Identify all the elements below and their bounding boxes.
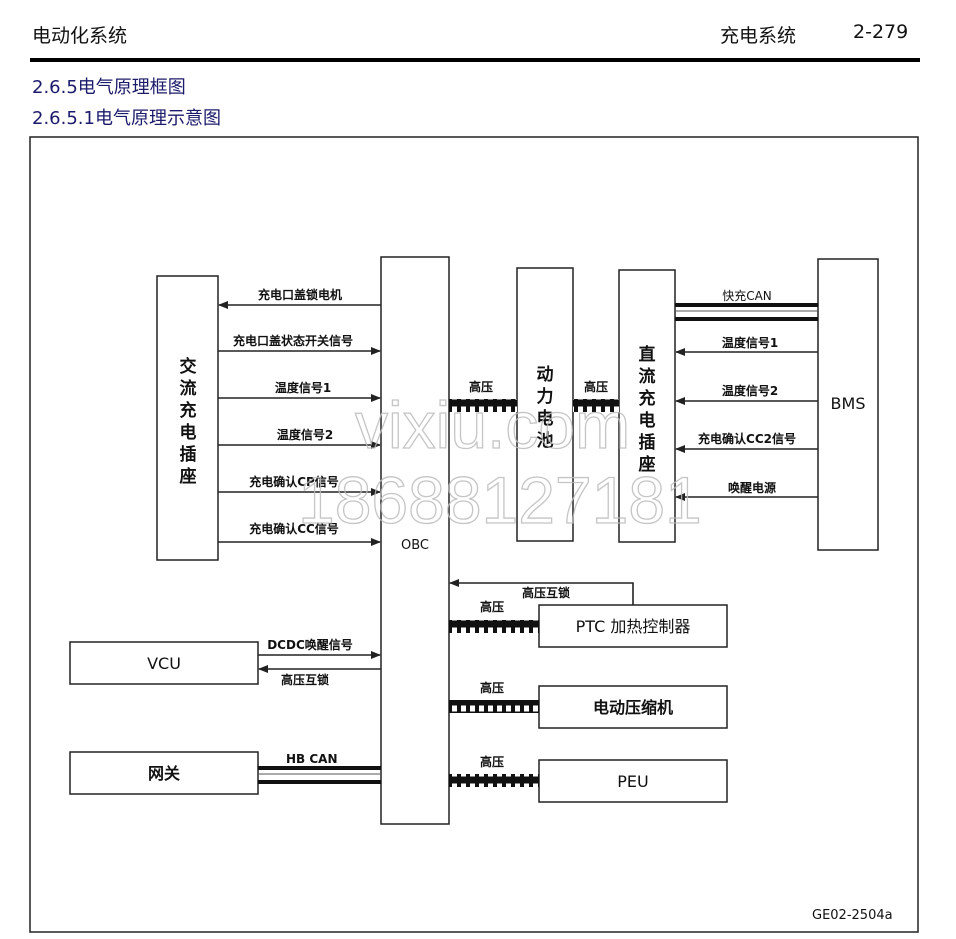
- bms-label: BMS: [831, 394, 866, 413]
- ac-socket-label: 交: [180, 356, 197, 377]
- battery-label: 池: [537, 430, 554, 451]
- header-chapter: 电动化系统: [32, 25, 128, 47]
- ptc-box: [538, 604, 728, 648]
- signal-label: 快充CAN: [722, 288, 772, 303]
- ac-socket-label: 电: [180, 422, 197, 443]
- bms-box: [817, 258, 879, 551]
- signal-label: 温度信号1: [275, 380, 331, 395]
- hb-can-bus: [258, 780, 381, 784]
- watermark-phone: 18688127181: [298, 463, 702, 537]
- signal-label: 充电口盖状态开关信号: [233, 333, 353, 348]
- compressor-label: 电动压缩机: [593, 698, 673, 717]
- hv-bus-obc-battery: [449, 399, 517, 412]
- gateway-box: [69, 751, 259, 795]
- hv-label: 高压: [469, 379, 493, 394]
- obc-label: OBC: [401, 538, 429, 553]
- signal-label: 唤醒电源: [728, 480, 776, 495]
- hv-bus-battery-dc: [573, 399, 619, 412]
- dc-socket-label: 插: [639, 432, 656, 453]
- signal-label: 温度信号2: [722, 383, 778, 398]
- vcu-box: [69, 641, 259, 685]
- signal-label: 温度信号1: [722, 335, 778, 350]
- hb-can-label: HB CAN: [286, 752, 338, 766]
- hv-label: 高压: [480, 680, 504, 695]
- hv-label: 高压: [480, 599, 504, 614]
- signal-label: 充电确认CC信号: [249, 521, 339, 536]
- diagram-frame: [29, 136, 919, 933]
- peu-label: PEU: [617, 772, 648, 791]
- dc-socket-label: 流: [639, 366, 656, 387]
- fast-charge-can-bus: [675, 303, 818, 307]
- page-number: 2-279: [853, 21, 909, 43]
- hv-bus-ptc: [449, 620, 539, 633]
- signal-label: 温度信号2: [277, 427, 333, 442]
- hv-bus-peu: [449, 774, 539, 787]
- ptc-label: PTC 加热控制器: [576, 617, 691, 636]
- dc-socket-label: 直: [639, 344, 656, 365]
- interlock-label: 高压互锁: [281, 672, 329, 687]
- dcdc-wake-label: DCDC唤醒信号: [267, 637, 353, 652]
- ac-socket-label: 插: [180, 444, 197, 465]
- hb-can-bus: [258, 766, 381, 770]
- ac-socket-label: 座: [180, 466, 197, 487]
- watermark-site: vixiu.com: [355, 388, 630, 462]
- signal-label: 充电口盖锁电机: [258, 287, 342, 302]
- interlock-label: 高压互锁: [522, 585, 570, 600]
- header-section: 充电系统: [720, 25, 797, 47]
- subsection-heading: 2.6.5.1电气原理示意图: [32, 108, 221, 129]
- vcu-label: VCU: [147, 654, 181, 673]
- ac-socket-label: 流: [180, 378, 197, 399]
- dc-socket-label: 充: [639, 388, 656, 409]
- hv-label: 高压: [584, 379, 608, 394]
- compressor-box: [538, 685, 728, 729]
- obc-box: [380, 256, 450, 825]
- signal-label: 充电确认CC2信号: [698, 431, 796, 446]
- arrow-ptc-interlock: [449, 579, 634, 605]
- figure-id: GE02-2504a: [812, 908, 893, 923]
- hv-bus-compressor: [449, 700, 539, 713]
- battery-label: 动: [537, 365, 554, 385]
- signal-label: 充电确认CP信号: [249, 474, 339, 489]
- dc-socket-label: 座: [639, 454, 656, 475]
- ac-socket-box: [156, 275, 219, 561]
- section-heading: 2.6.5电气原理框图: [32, 77, 186, 98]
- hv-label: 高压: [480, 754, 504, 769]
- header-rule: [30, 58, 920, 62]
- gateway-label: 网关: [148, 764, 180, 783]
- battery-label: 电: [537, 408, 554, 429]
- battery-label: 力: [537, 386, 554, 407]
- ac-socket-label: 充: [180, 400, 197, 421]
- fast-charge-can-bus: [675, 317, 818, 321]
- dc-socket-label: 电: [639, 410, 656, 431]
